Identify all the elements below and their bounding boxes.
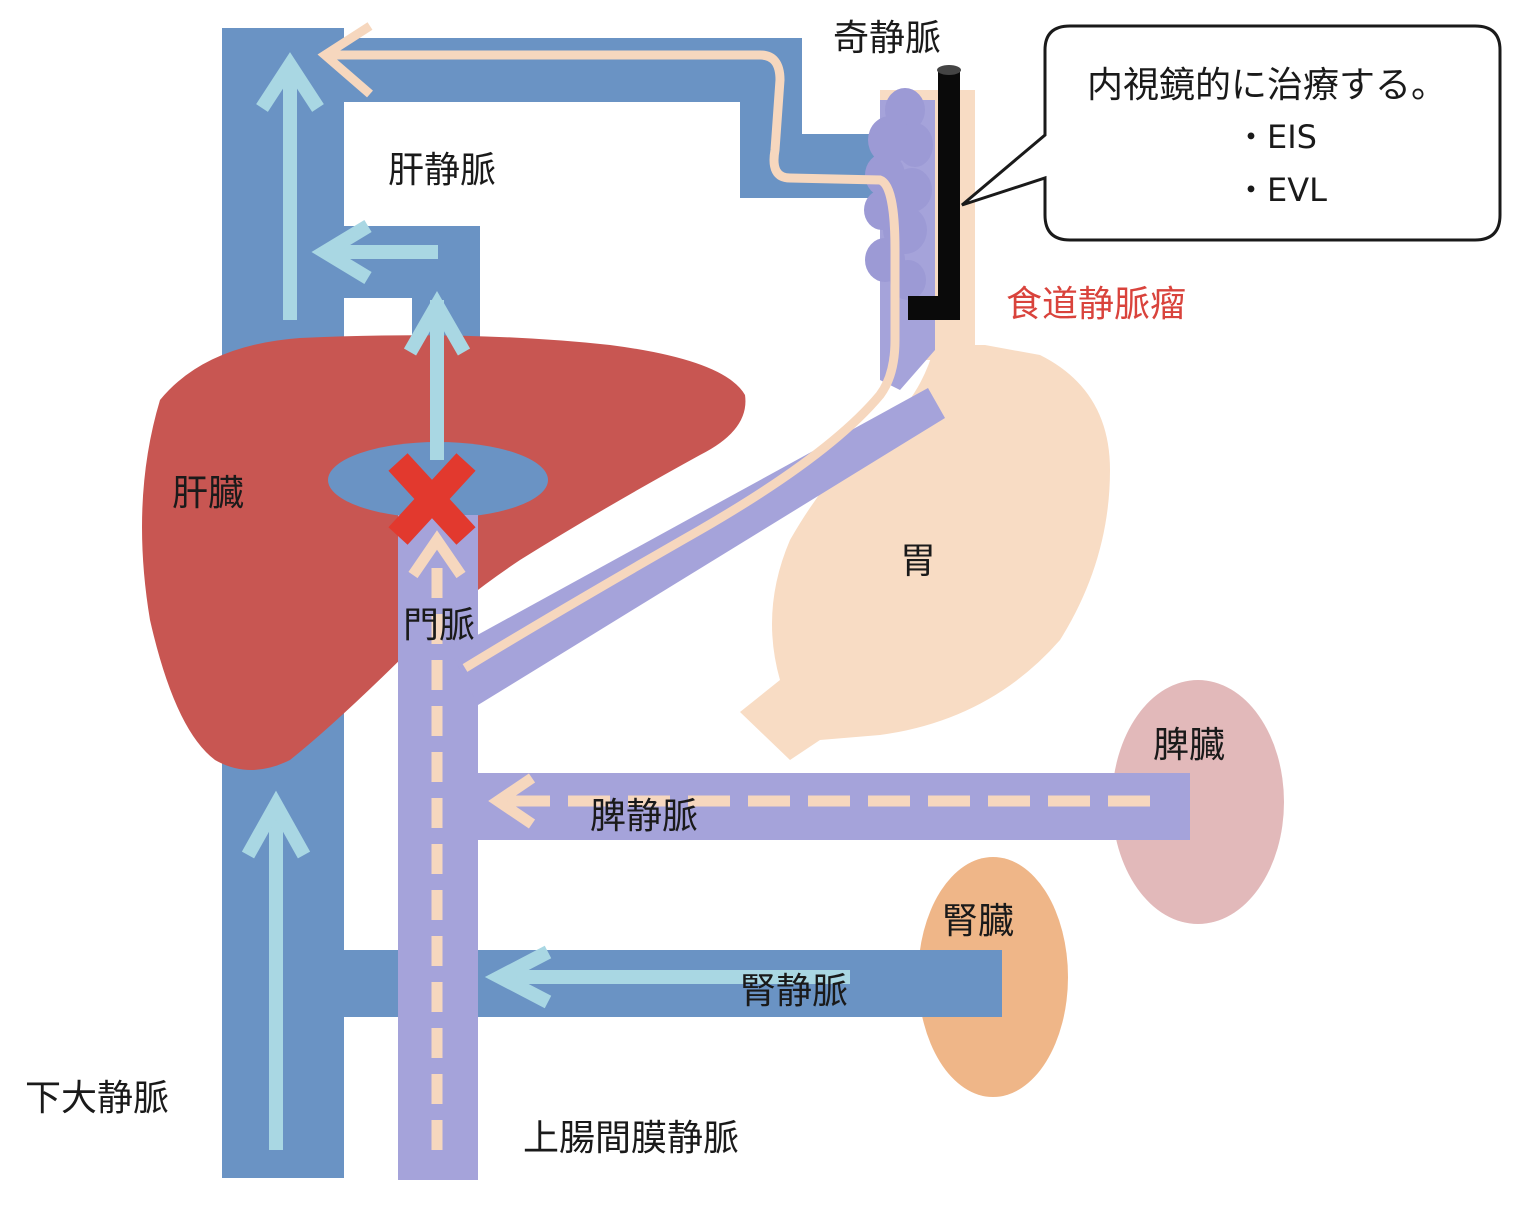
normal-flow-arrows [241, 52, 850, 1150]
left-gastric-vein [450, 388, 945, 705]
label-inferior-vena-cava: 下大静脈 [25, 1078, 169, 1119]
label-kidney: 腎臓 [942, 901, 1014, 942]
treatment-callout: 内視鏡的に治療する。 ・EIS ・EVL [961, 24, 1502, 242]
label-azygos-vein: 奇静脈 [833, 18, 941, 59]
label-liver: 肝臓 [172, 473, 244, 514]
label-superior-mesenteric-vein: 上腸間膜静脈 [523, 1118, 739, 1159]
label-stomach: 胃 [900, 541, 936, 582]
collateral-flow [317, 22, 1150, 1150]
label-renal-vein: 腎静脈 [740, 971, 848, 1012]
label-portal-vein: 門脈 [403, 605, 475, 646]
callout-bubble [961, 24, 1502, 242]
azygos-connector-top [222, 38, 802, 102]
endoscope-icon [908, 65, 961, 320]
blockage-x-icon [388, 453, 476, 545]
callout-title: 内視鏡的に治療する。 [1087, 65, 1447, 106]
stomach-shape [740, 345, 1110, 760]
label-splenic-vein: 脾静脈 [590, 796, 698, 837]
callout-item-eis: ・EIS [1235, 118, 1317, 156]
azygos-connector-bottom [740, 134, 890, 198]
spleen-shape [1112, 680, 1284, 924]
label-spleen: 脾臓 [1153, 725, 1225, 766]
callout-item-evl: ・EVL [1235, 171, 1327, 209]
label-hepatic-vein: 肝静脈 [388, 150, 496, 191]
label-esophageal-varices: 食道静脈瘤 [1006, 284, 1186, 325]
